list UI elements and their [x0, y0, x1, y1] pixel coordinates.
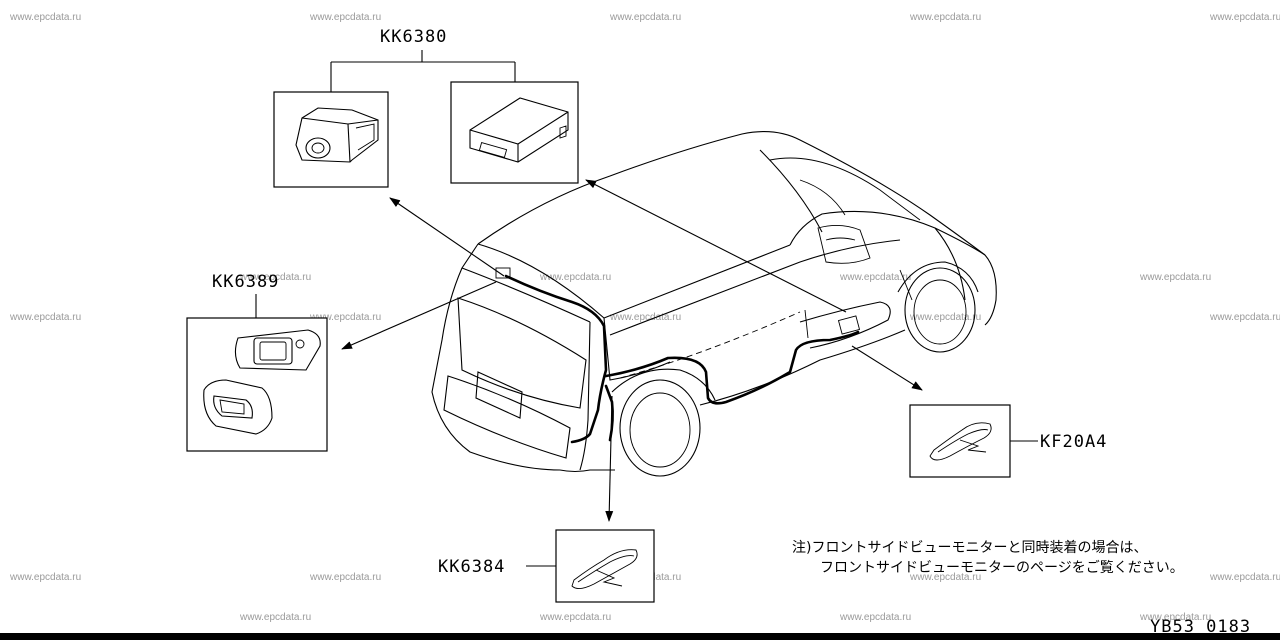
watermark-text: www.epcdata.ru: [239, 612, 311, 623]
watermark-text: www.epcdata.ru: [309, 312, 381, 323]
watermark-text: www.epcdata.ru: [1139, 272, 1211, 283]
watermark-text: www.epcdata.ru: [1209, 572, 1280, 583]
wire-harness-icon: [571, 549, 638, 589]
watermark-text: www.epcdata.ru: [309, 12, 381, 23]
note-line-2: フロントサイドビューモニターのページをご覧ください。: [820, 559, 1184, 576]
part-callout-front-harness[interactable]: KF20A4: [909, 404, 1107, 478]
part-number-label: KK6380: [380, 27, 447, 47]
front-harness-part-box: [909, 404, 1011, 478]
control-unit-icon: [469, 97, 569, 163]
harness-routing: [495, 267, 860, 444]
installation-note: 注)フロントサイドビューモニターと同時装着の場合は、 フロントサイドビューモニタ…: [792, 540, 1184, 576]
note-line-1: 注)フロントサイドビューモニターと同時装着の場合は、: [792, 540, 1147, 556]
bottom-border: [0, 633, 1280, 640]
part-callout-rear-harness[interactable]: KK6384: [438, 529, 655, 603]
part-callout-camera-set[interactable]: KK6380: [273, 27, 579, 188]
camera-icon: [295, 107, 379, 163]
watermark-text: www.epcdata.ru: [539, 272, 611, 283]
watermark-text: www.epcdata.ru: [1209, 312, 1280, 323]
part-number-label: KK6384: [438, 557, 505, 577]
part-number-label: KK6389: [212, 272, 279, 292]
watermark-text: www.epcdata.ru: [609, 312, 681, 323]
camera-part-box: [273, 91, 389, 188]
garnish-part-box: [186, 317, 328, 452]
watermark-text: www.epcdata.ru: [909, 312, 981, 323]
vehicle-outline: [431, 131, 997, 477]
watermark-text: www.epcdata.ru: [309, 572, 381, 583]
control-unit-part-box: [450, 81, 579, 184]
watermark-text: www.epcdata.ru: [909, 12, 981, 23]
watermark-text: www.epcdata.ru: [839, 272, 911, 283]
part-number-label: KF20A4: [1040, 432, 1107, 452]
watermark-text: www.epcdata.ru: [9, 12, 81, 23]
rear-harness-part-box: [555, 529, 655, 603]
watermark-text: www.epcdata.ru: [609, 12, 681, 23]
pointer-arrows: [341, 179, 923, 522]
watermark-text: www.epcdata.ru: [9, 572, 81, 583]
figure-code: YB53 0183: [1150, 617, 1251, 637]
watermark-text: www.epcdata.ru: [239, 272, 311, 283]
watermark-text: www.epcdata.ru: [9, 312, 81, 323]
camera-garnish-icon: [203, 329, 321, 435]
wire-harness-icon: [929, 422, 992, 461]
watermark-text: www.epcdata.ru: [839, 612, 911, 623]
watermark-text: www.epcdata.ru: [909, 572, 981, 583]
watermark-text: www.epcdata.ru: [1139, 612, 1211, 623]
watermark-text: www.epcdata.ru: [539, 612, 611, 623]
watermark-text: www.epcdata.ru: [1209, 12, 1280, 23]
part-callout-garnish[interactable]: KK6389: [186, 272, 328, 452]
